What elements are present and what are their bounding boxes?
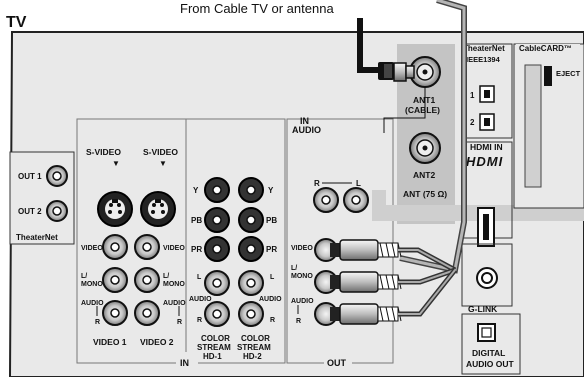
cs1-label-2: STREAM: [197, 343, 231, 352]
hdmi-logo: HDMI: [466, 154, 503, 169]
hdmi-in-label: HDMI IN: [470, 142, 503, 152]
theaternet-right-sub: IEEE1394: [466, 55, 501, 64]
g-link-jack[interactable]: [476, 267, 498, 289]
video1-lmono-label-1: L/: [81, 273, 87, 280]
cs2-audio-label: AUDIO: [259, 296, 282, 303]
cs2-pr-jack[interactable]: [238, 236, 264, 262]
ant2-jack[interactable]: [409, 132, 441, 164]
video2-lmono-label-1: L/: [163, 273, 169, 280]
rca-plug-right: [330, 268, 457, 325]
theaternet-out1-jack[interactable]: [46, 165, 68, 187]
theaternet-out1-label: OUT 1: [18, 172, 42, 181]
video1-lmono-label-2: MONO: [81, 281, 103, 288]
out-lmono-label-2: MONO: [291, 273, 313, 280]
video1-video-label: VIDEO: [81, 245, 103, 252]
cs2-pr-label: PR: [266, 245, 277, 254]
digital-audio-port[interactable]: [477, 323, 496, 342]
svideo-1-jack[interactable]: [97, 191, 133, 227]
cablecard-title: CableCARD™: [519, 44, 572, 53]
ieee-port-2-label: 2: [470, 118, 475, 127]
out-label: OUT: [327, 358, 347, 368]
in-audio-audio-label: AUDIO: [292, 125, 321, 135]
video1-label: VIDEO 1: [93, 337, 127, 347]
ant1-label: ANT1: [413, 95, 435, 105]
cs2-label-1: COLOR: [241, 334, 270, 343]
in-audio-l-label: L: [356, 179, 361, 188]
in-audio-left-jack[interactable]: [343, 187, 369, 213]
video1-audio-label: AUDIO: [81, 300, 104, 307]
cs1-r-label: R: [197, 317, 202, 324]
cs1-label-1: COLOR: [201, 334, 230, 343]
svideo-1-label: S-VIDEO: [86, 147, 121, 157]
cs1-y-jack[interactable]: [204, 177, 230, 203]
cs1-pr-label: PR: [191, 245, 202, 254]
cs2-l-label: L: [270, 274, 275, 281]
in-audio-r-label: R: [314, 179, 320, 188]
cs1-audio-label: AUDIO: [189, 296, 212, 303]
ant1-cable-label: (CABLE): [405, 105, 440, 115]
ieee-port-1-label: 1: [470, 91, 475, 100]
theaternet-out2-label: OUT 2: [18, 207, 42, 216]
svg-text:▼: ▼: [112, 159, 120, 168]
digital-audio-label-1: DIGITAL: [472, 348, 505, 358]
ant2-label: ANT2: [413, 170, 435, 180]
cs1-l-label: L: [197, 274, 202, 281]
cablecard-slot[interactable]: [524, 64, 542, 188]
in-audio-right-jack[interactable]: [313, 187, 339, 213]
video2-r-label: R: [177, 319, 182, 326]
theaternet-left-box: [9, 151, 75, 245]
video1-left-jack[interactable]: [102, 267, 128, 293]
video2-label: VIDEO 2: [140, 337, 174, 347]
video2-right-jack[interactable]: [134, 300, 160, 326]
theaternet-right-title: TheaterNet: [463, 44, 505, 53]
svideo-2-jack[interactable]: [140, 191, 176, 227]
video2-video-jack[interactable]: [134, 234, 160, 260]
coax-cable: [357, 18, 415, 82]
tv-label: TV: [6, 14, 27, 31]
eject-label: EJECT: [556, 69, 581, 78]
theaternet-out2-jack[interactable]: [46, 200, 68, 222]
video2-left-jack[interactable]: [134, 267, 160, 293]
eject-button[interactable]: [544, 66, 552, 86]
cs1-label-3: HD-1: [203, 352, 222, 361]
svg-text:▼: ▼: [159, 159, 167, 168]
cs2-y-label: Y: [268, 186, 274, 195]
cs1-pr-jack[interactable]: [204, 236, 230, 262]
cs2-left-jack[interactable]: [238, 270, 264, 296]
cs2-label-3: HD-2: [243, 352, 262, 361]
out-r-label: R: [296, 318, 301, 325]
cs1-y-label: Y: [193, 186, 199, 195]
digital-audio-label-2: AUDIO OUT: [466, 359, 515, 369]
out-video-label: VIDEO: [291, 245, 313, 252]
theaternet-left-name: TheaterNet: [16, 233, 58, 242]
g-link-label: G-LINK: [468, 304, 498, 314]
cs1-pb-label: PB: [191, 216, 202, 225]
video2-video-label: VIDEO: [163, 245, 185, 252]
cs1-left-jack[interactable]: [204, 270, 230, 296]
svideo-2-label: S-VIDEO: [143, 147, 178, 157]
video1-r-label: R: [95, 319, 100, 326]
cs2-label-2: STREAM: [237, 343, 271, 352]
rca-plug-left: [330, 267, 456, 293]
out-audio-label: AUDIO: [291, 298, 314, 305]
cs1-pb-jack[interactable]: [204, 207, 230, 233]
cs2-y-jack[interactable]: [238, 177, 264, 203]
source-label: From Cable TV or antenna: [180, 1, 334, 16]
out-lmono-label-1: L/: [291, 265, 297, 272]
video2-audio-label: AUDIO: [163, 300, 186, 307]
rca-plug-video: [330, 239, 457, 273]
cs2-right-jack[interactable]: [238, 301, 264, 327]
cs2-pb-label: PB: [266, 216, 277, 225]
cs1-right-jack[interactable]: [204, 301, 230, 327]
in-label: IN: [180, 358, 189, 368]
video2-lmono-label-2: MONO: [163, 281, 185, 288]
cs2-pb-jack[interactable]: [238, 207, 264, 233]
video1-video-jack[interactable]: [102, 234, 128, 260]
ant75-label: ANT (75 Ω): [403, 189, 447, 199]
in-audio-in-label: IN: [300, 116, 309, 126]
cs2-r-label: R: [270, 317, 275, 324]
video1-right-jack[interactable]: [102, 300, 128, 326]
